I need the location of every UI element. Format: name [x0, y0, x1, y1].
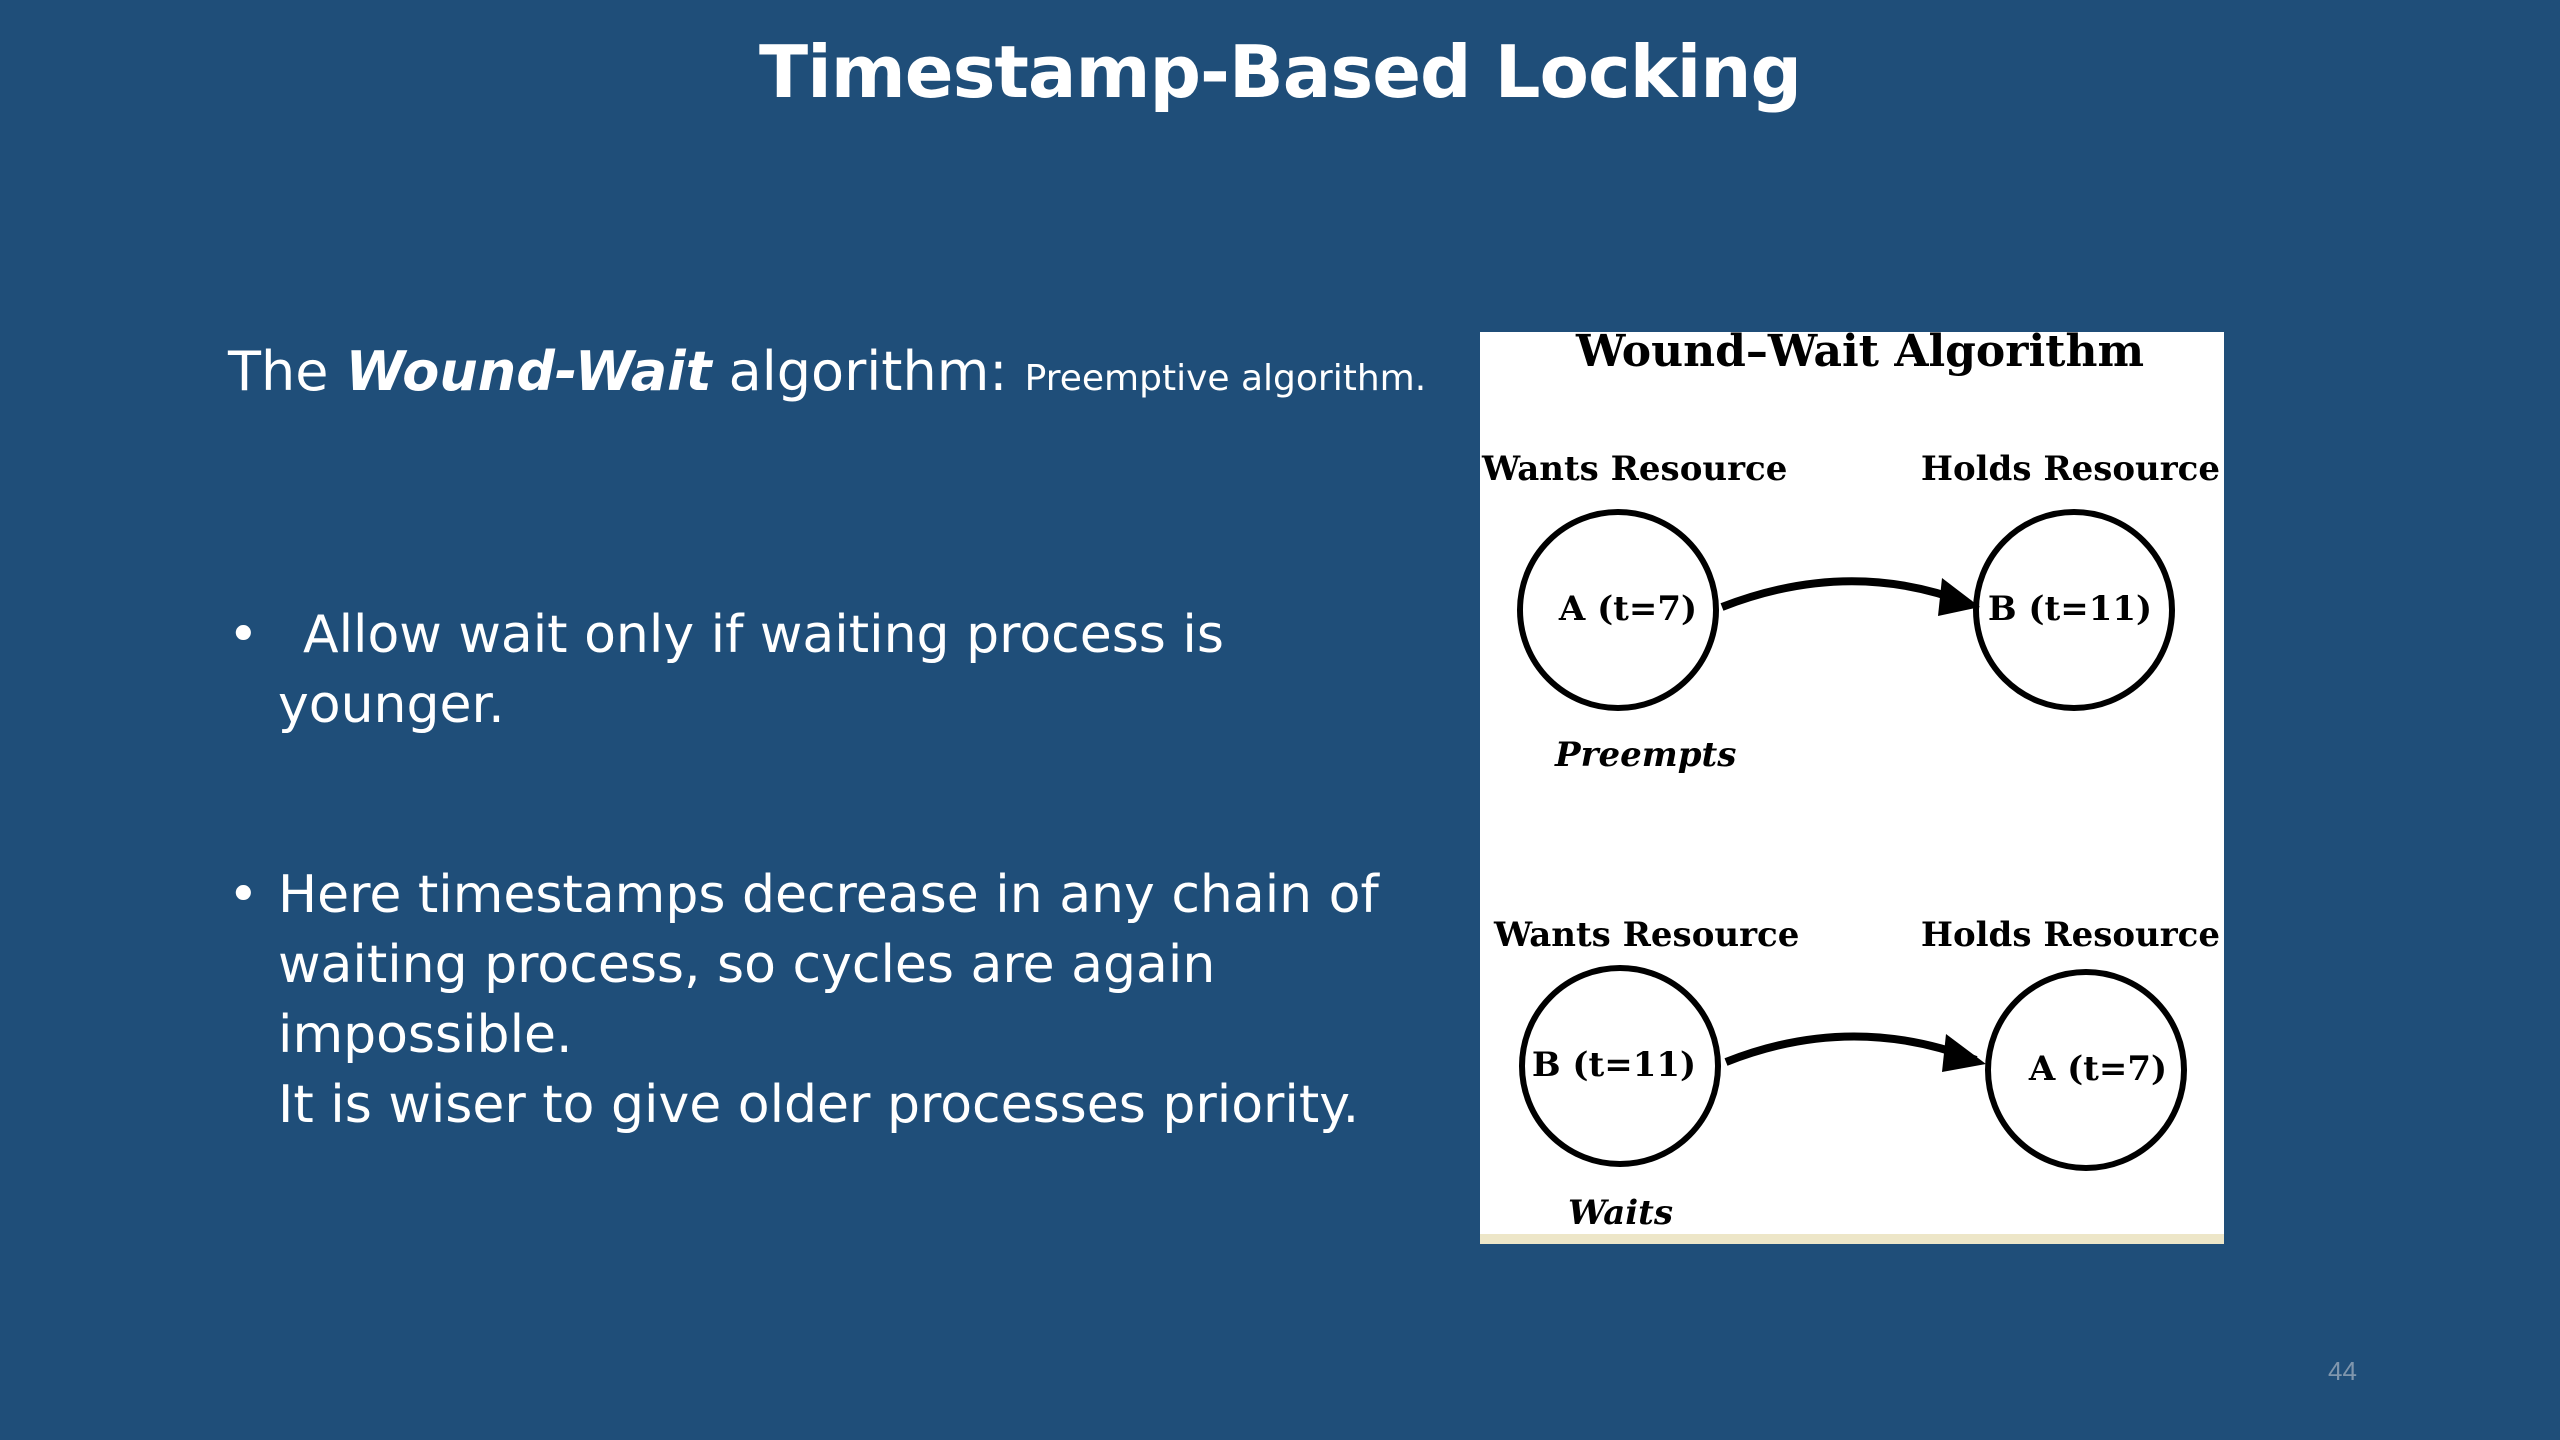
wound-wait-diagram: Wound–Wait Algorithm Wants Resource Hold…	[1480, 332, 2224, 1244]
intro-prefix: The	[228, 340, 346, 403]
top-left-node	[1517, 509, 1719, 711]
bullet-dot: •	[228, 605, 259, 665]
bullet-item: • Here timestamps decrease in any chain …	[228, 860, 1428, 1140]
bullet-line: younger.	[278, 675, 505, 735]
bullet-line: impossible.	[278, 1005, 573, 1065]
top-action-label: Preempts	[1554, 735, 1736, 775]
top-right-node-label: B (t=11)	[1988, 589, 2152, 629]
page-number: 44	[2328, 1356, 2357, 1386]
slide-title: Timestamp-Based Locking	[758, 30, 1802, 114]
algorithm-name: Wound-Wait	[345, 340, 712, 403]
bullet-item: • Allow wait only if waiting process is …	[228, 600, 1428, 740]
bullet-line: waiting process, so cycles are again	[278, 935, 1216, 995]
bullet-line: Allow wait only if waiting process is	[303, 605, 1224, 665]
bottom-right-node	[1985, 969, 2187, 1171]
bottom-action-label: Waits	[1568, 1193, 1673, 1233]
bullet-line: It is wiser to give older processes prio…	[278, 1075, 1360, 1135]
diagram-title: Wound–Wait Algorithm	[1575, 332, 2144, 377]
bottom-arrow	[1724, 1032, 1978, 1066]
intro-note: Preemptive algorithm.	[1024, 358, 1427, 399]
bottom-wants-label: Wants Resource	[1493, 915, 1799, 955]
bottom-left-node	[1519, 965, 1721, 1167]
bullet-list: • Allow wait only if waiting process is …	[228, 600, 1428, 1140]
top-right-node	[1973, 509, 2175, 711]
bottom-left-node-label: B (t=11)	[1532, 1045, 1696, 1085]
intro-suffix: algorithm:	[711, 340, 1025, 403]
bottom-right-node-label: A (t=7)	[2028, 1049, 2167, 1089]
bottom-arrowhead-icon	[1942, 1034, 1986, 1072]
intro-line: The Wound-Wait algorithm: Preemptive alg…	[228, 340, 1426, 403]
bullet-dot: •	[228, 865, 259, 925]
top-arrow	[1720, 577, 1972, 611]
top-left-node-label: A (t=7)	[1558, 589, 1697, 629]
top-holds-label: Holds Resource	[1921, 449, 2220, 489]
bullet-line: Here timestamps decrease in any chain of	[278, 865, 1379, 925]
top-wants-label: Wants Resource	[1481, 449, 1787, 489]
bottom-holds-label: Holds Resource	[1921, 915, 2220, 955]
diagram-svg: Wound–Wait Algorithm Wants Resource Hold…	[1481, 332, 2220, 1233]
top-arrowhead-icon	[1938, 578, 1980, 616]
